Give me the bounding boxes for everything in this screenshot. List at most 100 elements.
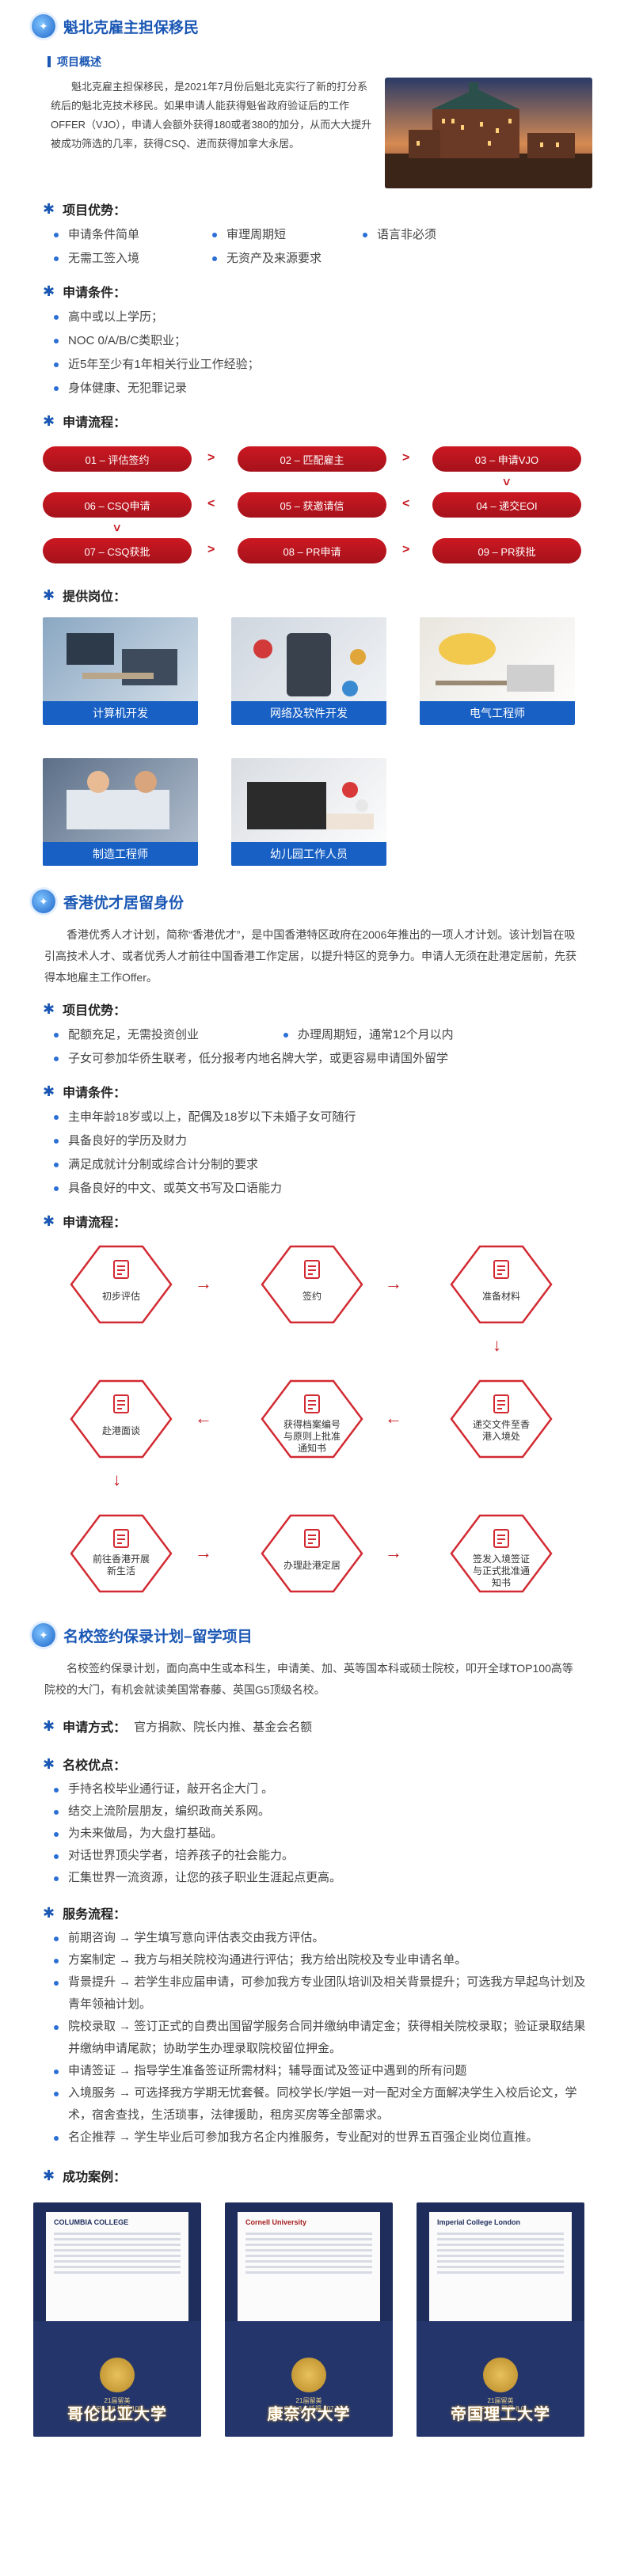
seal-icon [483, 2358, 518, 2392]
flow-arrow-icon: → [195, 1542, 212, 1562]
list-item: 方案制定 → 我方与相关院校沟通进行评估；我方给出院校及专业申请名单。 [54, 1949, 592, 1971]
step-pill: 07 – CSQ获批 [43, 538, 192, 563]
process-step-label: 前往香港开展新生活 [92, 1554, 150, 1576]
process-step: 办理赴港定居 [259, 1512, 365, 1595]
overview-label: 项目概述 [0, 46, 624, 74]
method-text: 官方捐款、院长内推、基金会名额 [134, 1720, 313, 1734]
leaf-icon: ✦ [32, 14, 55, 38]
hk-process-flow: 初步评估 签约准备材料递交文件至香港入境处 获得档案编号与原则上批准通知书赴港面谈前… [0, 1235, 624, 1615]
list-item: 申请签证 → 指导学生准备签证所需材料；辅导面试及签证中遇到的所有问题 [54, 2060, 592, 2082]
method-heading: ✱申请方式：官方捐款、院长内推、基金会名额 [43, 1718, 313, 1735]
quebec-castle-image [385, 78, 592, 188]
list-item: 无资产及来源要求 [212, 247, 363, 271]
step-pill: 04 – 递交EOI [432, 492, 581, 518]
step-pill: 09 – PR获批 [432, 538, 581, 563]
send-icon [489, 1392, 513, 1416]
step-pill: 03 – 申请VJO [432, 446, 581, 472]
process-step-label: 准备材料 [481, 1291, 520, 1302]
job-caption: 网络及软件开发 [231, 701, 386, 725]
arrow-right-icon: > [402, 543, 410, 556]
letter-header: Imperial College London [437, 2218, 521, 2226]
star-icon: ✱ [43, 283, 55, 299]
flow-arrow-icon: ← [385, 1408, 402, 1428]
process-step: 签约 [259, 1243, 365, 1326]
list-item: 近5年至少有1年相关行业工作经验； [54, 353, 581, 377]
merits-heading: ✱名校优点： [43, 1756, 127, 1773]
section-title: 香港优才居留身份 [63, 894, 185, 912]
list-item: 汇集世界一流资源，让您的孩子职业生涯起点更高。 [54, 1867, 581, 1889]
arrow-right-icon: > [207, 543, 215, 556]
hk-intro: 香港优秀人才计划，简称“香港优才”，是中国香港特区政府在2006年推出的一项人才… [44, 928, 576, 984]
step-pill: 08 – PR申请 [238, 538, 386, 563]
process-step: 准备材料 [448, 1243, 554, 1326]
process-step-label: 递交文件至香港入境处 [472, 1419, 530, 1442]
list-item: 为未来做局，为大盘打基础。 [54, 1823, 581, 1845]
page: ✦ 魁北克雇主担保移民 项目概述 魁北克雇主担保移民，是2021年7月份后魁北克… [0, 0, 624, 2437]
advantages-list: 配额充足，无需投资创业办理周期短，通常12个月以内 子女可参加华侨生联考，低分报… [0, 1023, 624, 1071]
list-item: 子女可参加华侨生联考，低分报考内地名牌大学，或更容易申请国外留学 [54, 1047, 581, 1071]
arrow-down-icon: > [109, 524, 124, 532]
section-title: 魁北克雇主担保移民 [63, 19, 200, 36]
list-item: 具备良好的中文、或英文书写及口语能力 [54, 1177, 581, 1201]
letter-header: COLUMBIA COLLEGE [54, 2218, 129, 2226]
section-header-school: ✦ 名校签约保录计划–留学项目 [0, 1615, 624, 1655]
flow-arrow-icon: ← [195, 1408, 212, 1428]
star-icon: ✱ [43, 413, 55, 429]
job-card: 计算机开发 [43, 617, 198, 725]
list-item: 名企推荐 → 学生毕业后可参加我方名企内推服务，专业配对的世界五百强企业岗位直推… [54, 2126, 592, 2149]
list-item: 前期咨询 → 学生填写意向评估表交由我方评估。 [54, 1927, 592, 1949]
case-school: 哥伦比亚大学 [67, 2406, 167, 2423]
process-flow: 01 – 评估签约 > 02 – 匹配雇主 > 03 – 申请VJO > 06 … [0, 440, 624, 575]
process-step-label: 初步评估 [101, 1291, 140, 1302]
step-pill: 05 – 获邀请信 [238, 492, 386, 518]
star-icon: ✱ [43, 201, 55, 217]
star-icon: ✱ [43, 587, 55, 603]
conditions-list: 高中或以上学历； NOC 0/A/B/C类职业； 近5年至少有1年相关行业工作经… [0, 305, 624, 400]
list-item: 审理周期短 [212, 223, 363, 247]
arrow-left-icon: < [207, 497, 215, 510]
case-school: 康奈尔大学 [267, 2406, 351, 2423]
sign-icon [300, 1258, 324, 1281]
list-item: 身体健康、无犯罪记录 [54, 377, 581, 400]
list-item: 具备良好的学历及财力 [54, 1129, 581, 1153]
list-item: 满足成就计分制或综合计分制的要求 [54, 1153, 581, 1177]
leaf-icon: ✦ [32, 1623, 55, 1647]
process-step: 前往香港开展新生活 [68, 1512, 174, 1595]
step-pill: 06 – CSQ申请 [43, 492, 192, 518]
conditions-heading: ✱申请条件： [43, 1083, 127, 1100]
process-step: 获得档案编号与原则上批准通知书 [259, 1378, 365, 1460]
home-icon [300, 1527, 324, 1550]
list-item: 无需工签入境 [54, 247, 212, 271]
star-icon: ✱ [43, 1083, 55, 1099]
step-pill: 02 – 匹配雇主 [238, 446, 386, 472]
section-title: 名校签约保录计划–留学项目 [63, 1628, 253, 1645]
step-pill: 01 – 评估签约 [43, 446, 192, 472]
section-header-hk: ✦ 香港优才居留身份 [0, 866, 624, 921]
advantages-list: 申请条件简单 审理周期短 语言非必须 无需工签入境 无资产及来源要求 [0, 223, 624, 271]
service-list: 前期咨询 → 学生填写意向评估表交由我方评估。 方案制定 → 我方与相关院校沟通… [0, 1927, 624, 2149]
seal-icon [291, 2358, 326, 2392]
seal-icon [100, 2358, 135, 2392]
section-header-quebec: ✦ 魁北克雇主担保移民 [0, 0, 624, 46]
star-icon: ✱ [43, 1718, 55, 1734]
job-caption: 制造工程师 [43, 842, 198, 866]
case-sub: GPA 3.6 托福 107 [283, 2405, 334, 2412]
file-icon [300, 1392, 324, 1416]
flow-arrow-icon: ↓ [112, 1470, 121, 1489]
list-item: 高中或以上学历； [54, 305, 581, 329]
leaf-icon: ✦ [32, 890, 55, 913]
process-step: 初步评估 [68, 1243, 174, 1326]
list-item: 办理周期短，通常12个月以内 [283, 1023, 454, 1047]
cases-heading: ✱成功案例： [43, 2168, 127, 2184]
arrow-right-icon: > [402, 451, 410, 465]
arrow-left-icon: < [402, 497, 410, 510]
list-item: 背景提升 → 若学生非应届申请，可参加我方专业团队培训及相关背景提升；可选我方早… [54, 1971, 592, 2016]
process-step-label: 赴港面谈 [101, 1425, 140, 1436]
arrow-right-icon: > [207, 451, 215, 465]
flow-arrow-icon: → [385, 1542, 402, 1562]
star-icon: ✱ [43, 1001, 55, 1017]
star-icon: ✱ [43, 1905, 55, 1921]
doc-icon [489, 1258, 513, 1281]
